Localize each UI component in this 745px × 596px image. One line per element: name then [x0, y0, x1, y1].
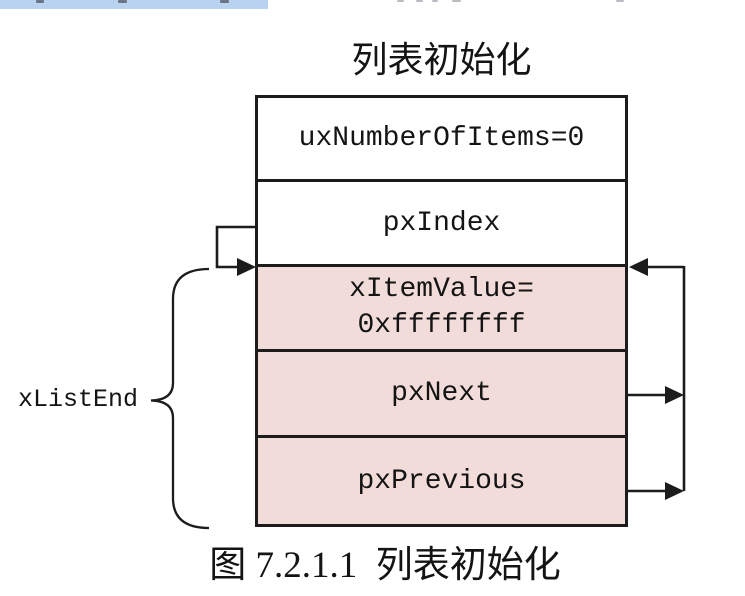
diagram-title: 列表初始化 [351, 40, 532, 80]
clipped-text-remnant [36, 0, 44, 3]
pxnext-arrow [628, 386, 684, 404]
field-label: uxNumberOfItems=0 [298, 123, 585, 154]
clipped-text-remnant [432, 0, 438, 2]
field-label: xItemValue= [349, 274, 534, 305]
pxindex-loop-arrow [215, 225, 256, 276]
xlistend-label: xListEnd [18, 385, 139, 414]
clipped-text-remnant [616, 0, 624, 2]
clipped-text-remnant [118, 0, 127, 3]
right-return-arrow [629, 258, 686, 491]
xlistend-brace [150, 267, 210, 530]
pxprevious-arrow [628, 482, 684, 500]
text-selection-highlight[interactable] [0, 0, 268, 9]
clipped-text-remnant [452, 0, 461, 2]
field-row-uxnumberofitems: uxNumberOfItems=0 [258, 98, 625, 182]
field-row-pxnext: pxNext [258, 352, 625, 438]
clipped-text-remnant [416, 0, 423, 2]
clipped-text-remnant [397, 0, 404, 2]
field-label-line2: 0xffffffff [357, 310, 526, 341]
field-row-xitemvalue: xItemValue= 0xffffffff [258, 267, 625, 352]
field-label: pxIndex [382, 207, 501, 239]
field-label: pxPrevious [357, 465, 526, 497]
clipped-text-remnant [220, 0, 229, 3]
list-structure-box: uxNumberOfItems=0 pxIndex xItemValue= 0x… [255, 95, 628, 527]
figure-caption: 图 7.2.1.1 列表初始化 [209, 545, 561, 586]
field-row-pxprevious: pxPrevious [258, 438, 625, 524]
field-label: pxNext [391, 378, 492, 409]
field-row-pxindex: pxIndex [258, 182, 625, 267]
